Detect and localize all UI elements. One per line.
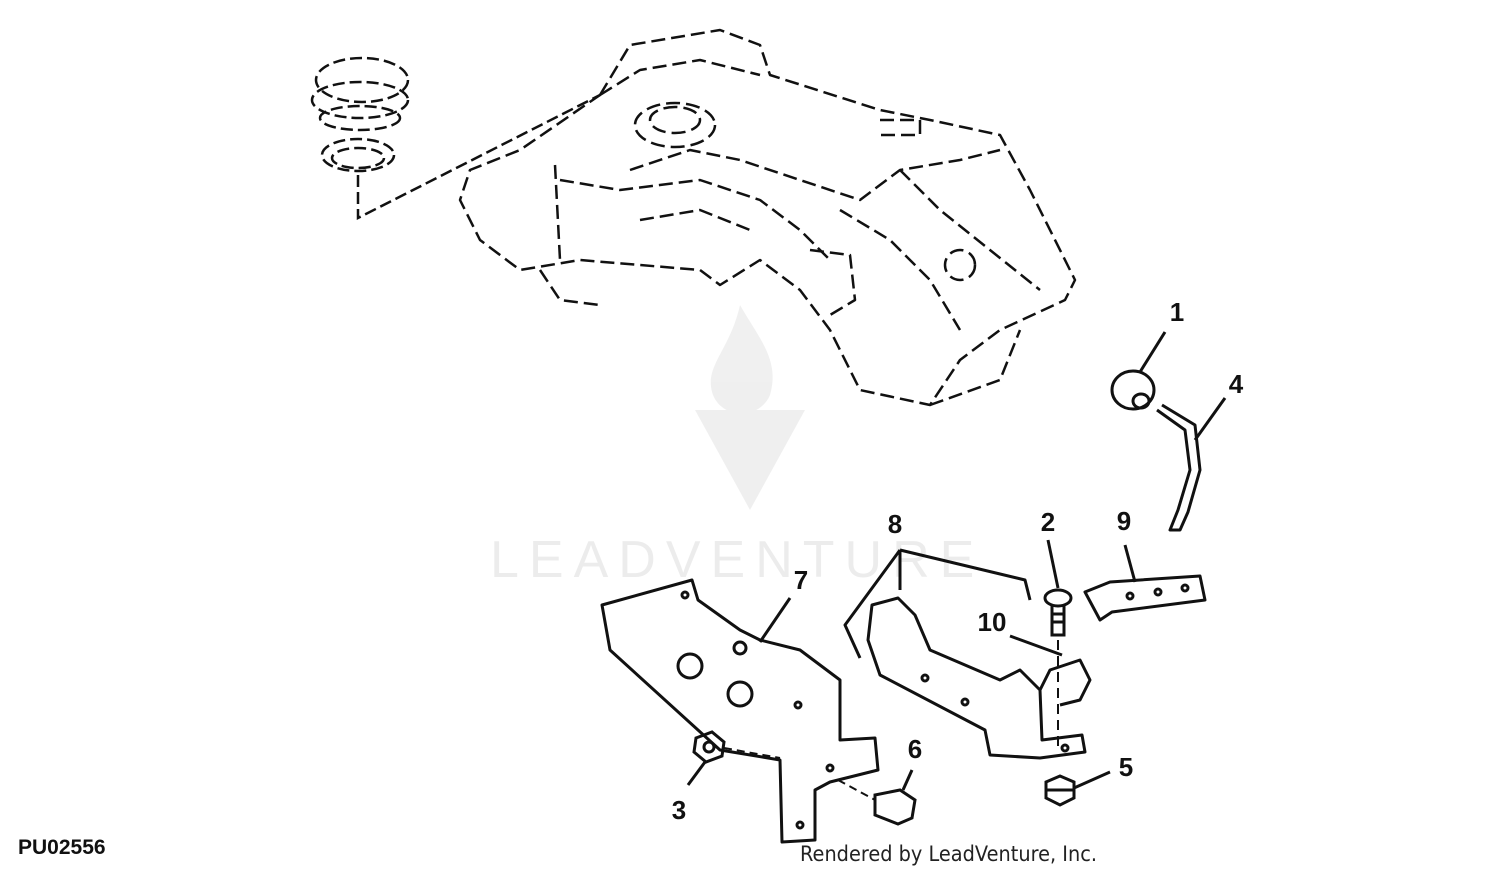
strap-bracket: [1083, 544, 1207, 622]
watermark-logo: [695, 305, 805, 510]
credit-text: Rendered by LeadVenture, Inc.: [800, 842, 1097, 866]
figure-id: PU02556: [18, 836, 106, 859]
seal-parts-outline: [310, 56, 601, 221]
nut-5: [1044, 770, 1111, 807]
mounting-plate-7: [600, 578, 880, 844]
shift-lever: [1156, 397, 1227, 532]
knob: [1110, 331, 1167, 411]
transaxle-housing-outline: [458, 28, 1077, 407]
callout-2: 2: [1040, 507, 1056, 537]
callout-9: 9: [1116, 506, 1132, 536]
callout-1: 1: [1169, 297, 1185, 327]
bolt-6: [837, 769, 917, 826]
callout-5: 5: [1118, 752, 1134, 782]
callout-4: 4: [1228, 369, 1244, 399]
callout-6: 6: [907, 734, 923, 764]
callout-3: 3: [671, 795, 687, 825]
nut-3: [686, 730, 781, 786]
bracket-8: [843, 548, 1092, 760]
watermark-text: LEADVENTURE: [490, 531, 985, 589]
bolt-2: [1043, 539, 1073, 750]
callout-7: 7: [793, 565, 809, 595]
callout-8: 8: [887, 509, 903, 539]
callout-10: 10: [977, 607, 1007, 637]
